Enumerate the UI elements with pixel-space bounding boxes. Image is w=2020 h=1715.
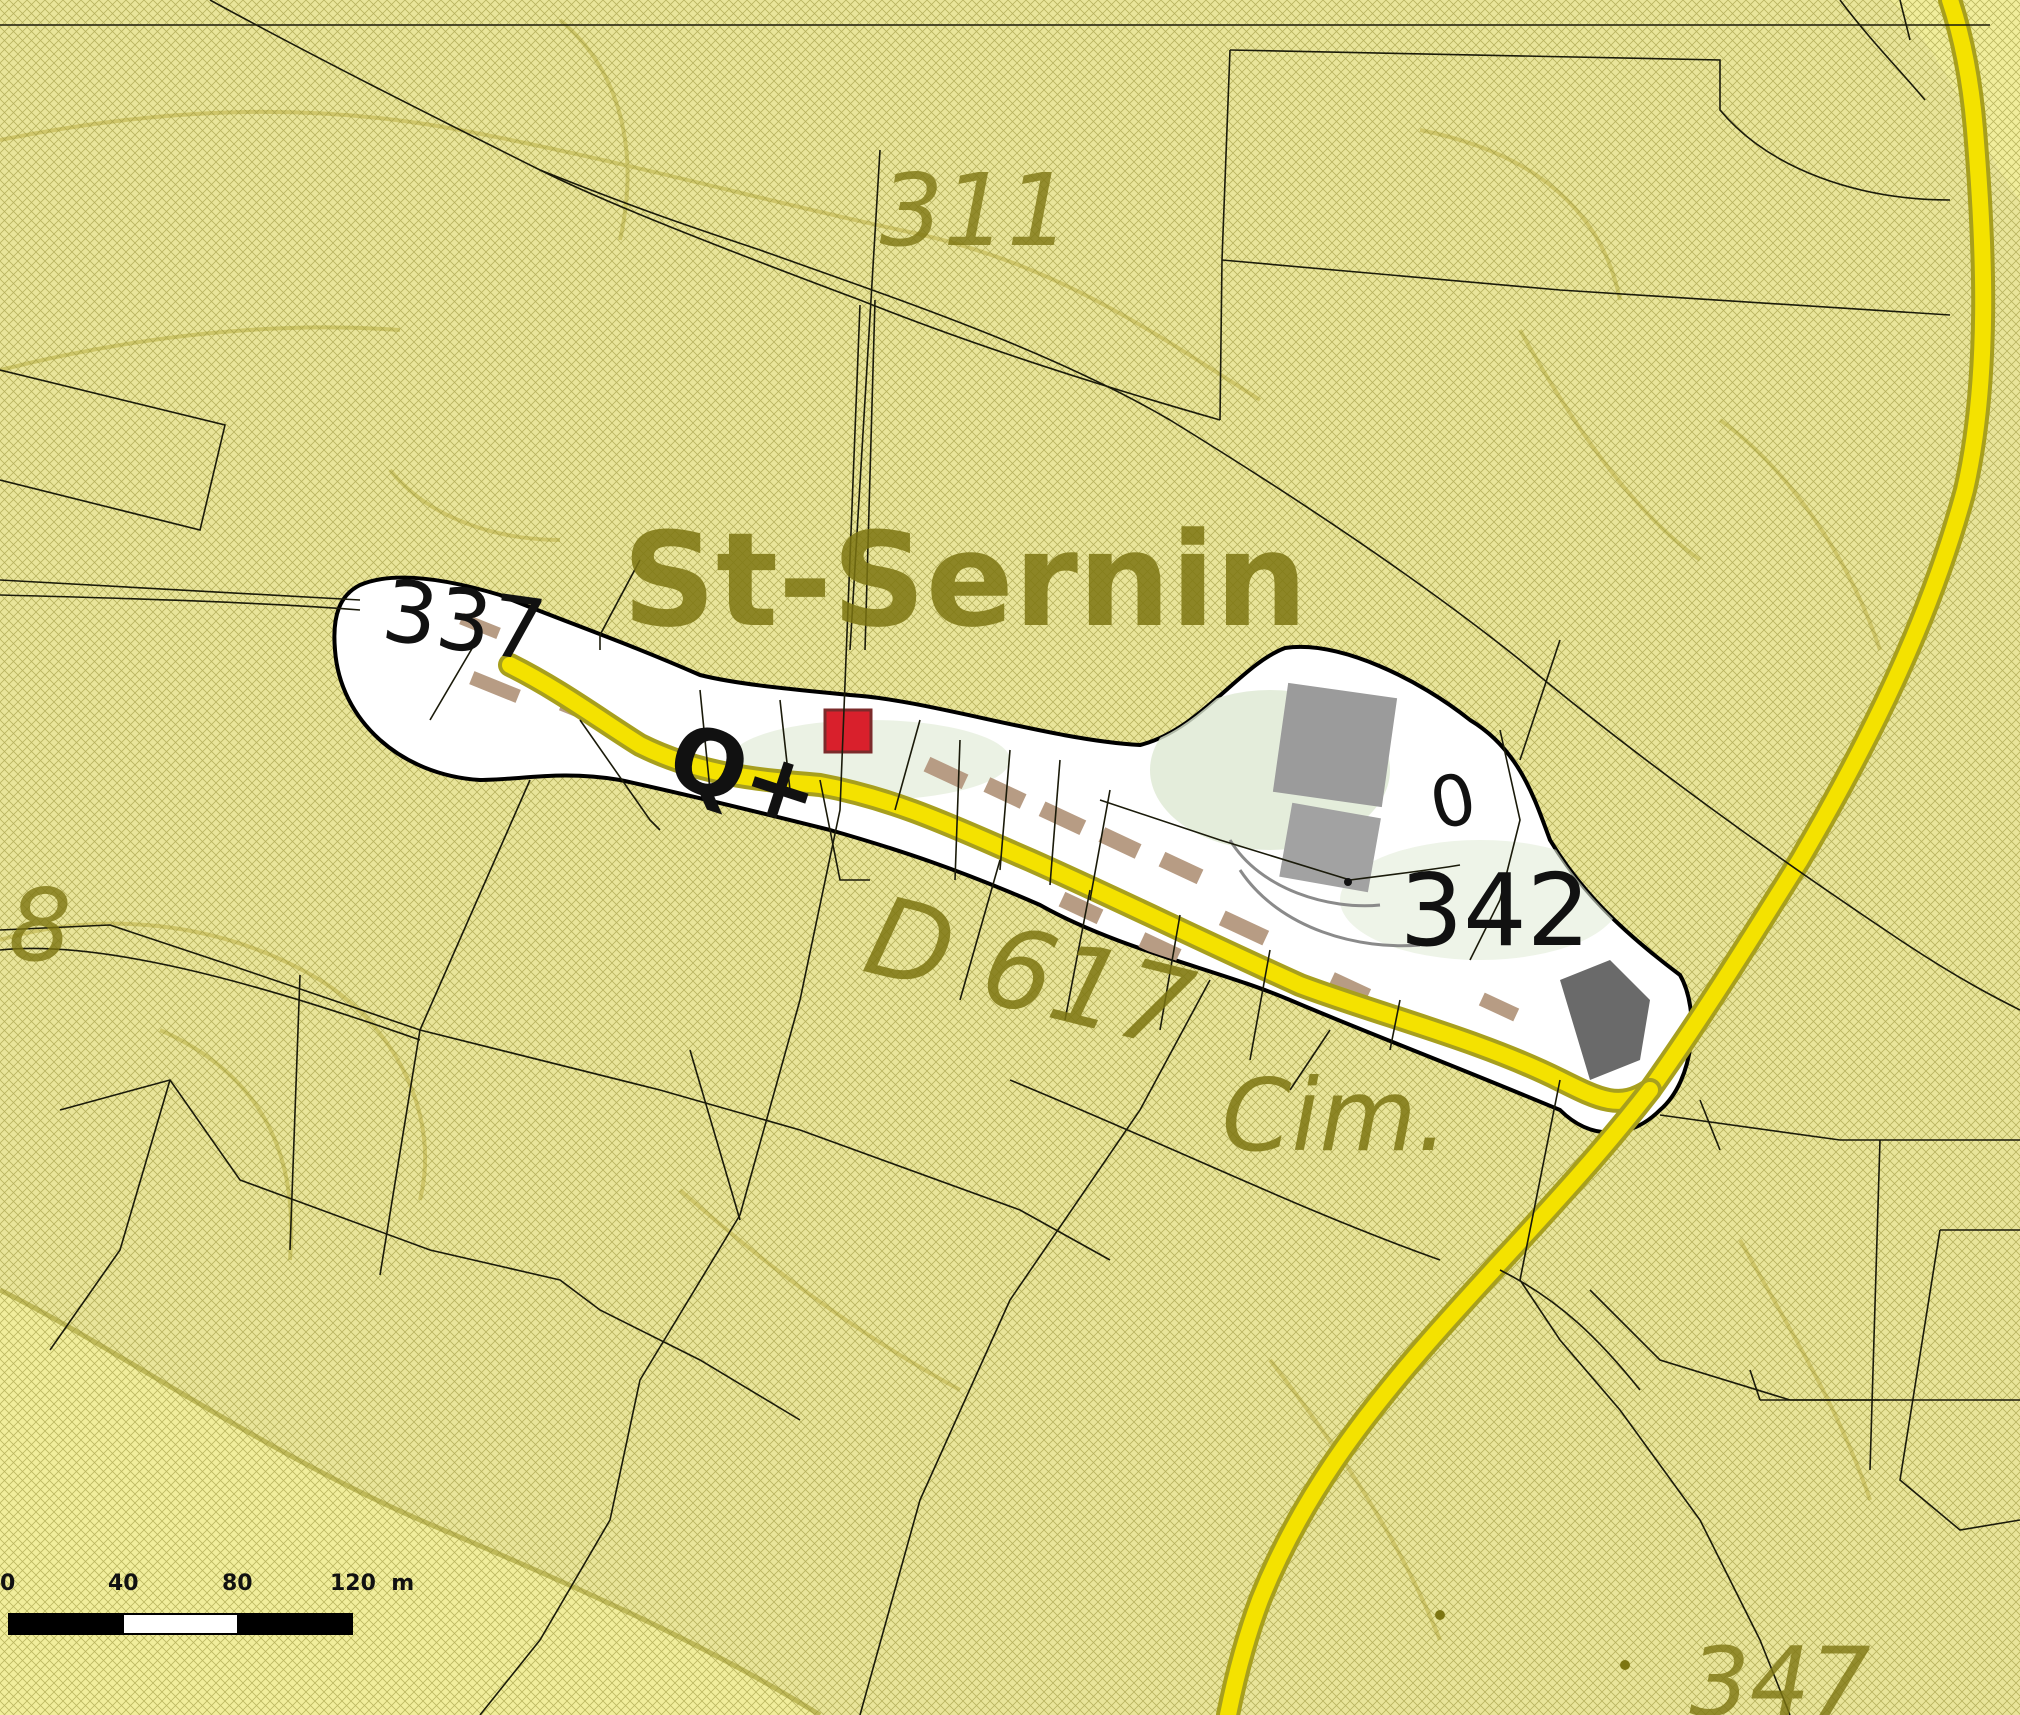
place-name-label: St-Sernin [622, 504, 1307, 656]
scale-bar: 0 40 80 120 m [0, 1565, 414, 1635]
highlighted-parcel[interactable] [823, 708, 873, 754]
scale-tick-80: 80 [222, 1571, 253, 1596]
scale-seg-1 [10, 1615, 124, 1633]
road-d617[interactable] [498, 0, 1996, 1113]
elevation-label-342: 342 [1400, 852, 1591, 969]
scale-tick-40: 40 [108, 1571, 139, 1596]
elevation-label-337: 337 [377, 561, 551, 682]
cemetery-label: Cim. [1222, 1057, 1449, 1174]
scale-bar-segments [8, 1613, 353, 1635]
scale-seg-3 [237, 1615, 352, 1633]
urban-basemap-details [459, 612, 1650, 1080]
road-south[interactable] [1216, 1078, 1662, 1715]
map-labels: St-Sernin D 617 Cim. 311 337 342 347 8 0… [8, 152, 1870, 1715]
scale-tick-0: 0 [0, 1571, 16, 1596]
scale-seg-2 [123, 1615, 238, 1633]
elevation-label-311: 311 [880, 152, 1071, 269]
scale-tick-120: 120 m [330, 1571, 415, 1596]
elevation-label-8: 8 [8, 867, 72, 984]
elevation-label-347: 347 [1689, 1628, 1870, 1715]
